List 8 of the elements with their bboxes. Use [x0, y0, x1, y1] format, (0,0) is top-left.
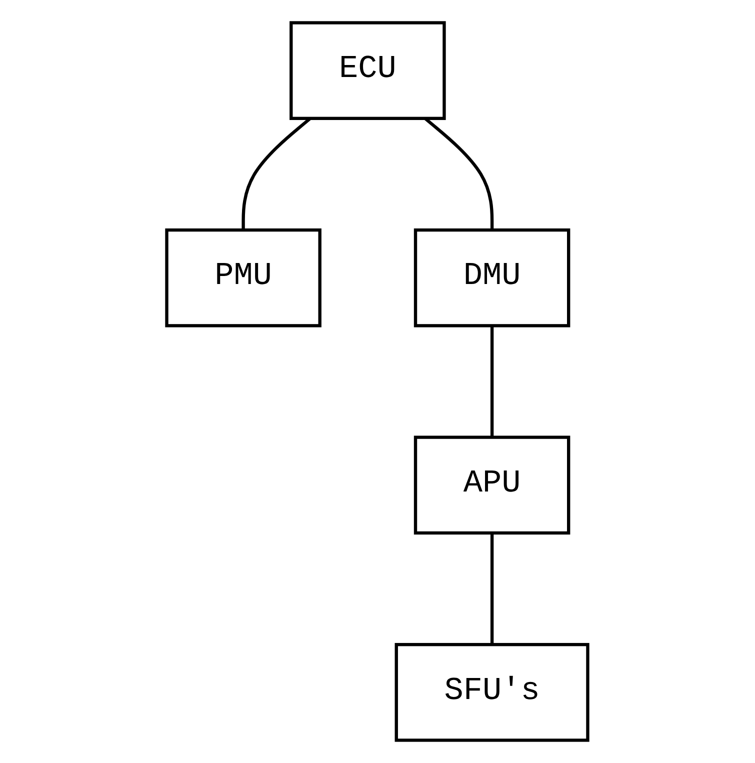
- connector: [490, 326, 494, 438]
- node-box: [414, 436, 570, 535]
- node-box: [414, 228, 570, 328]
- node-box: [165, 228, 322, 328]
- connector: [490, 532, 494, 645]
- hierarchy-diagram: ECU PMU DMU APU SFU's: [154, 10, 601, 753]
- node-box: [290, 21, 446, 120]
- node-box: [395, 642, 590, 742]
